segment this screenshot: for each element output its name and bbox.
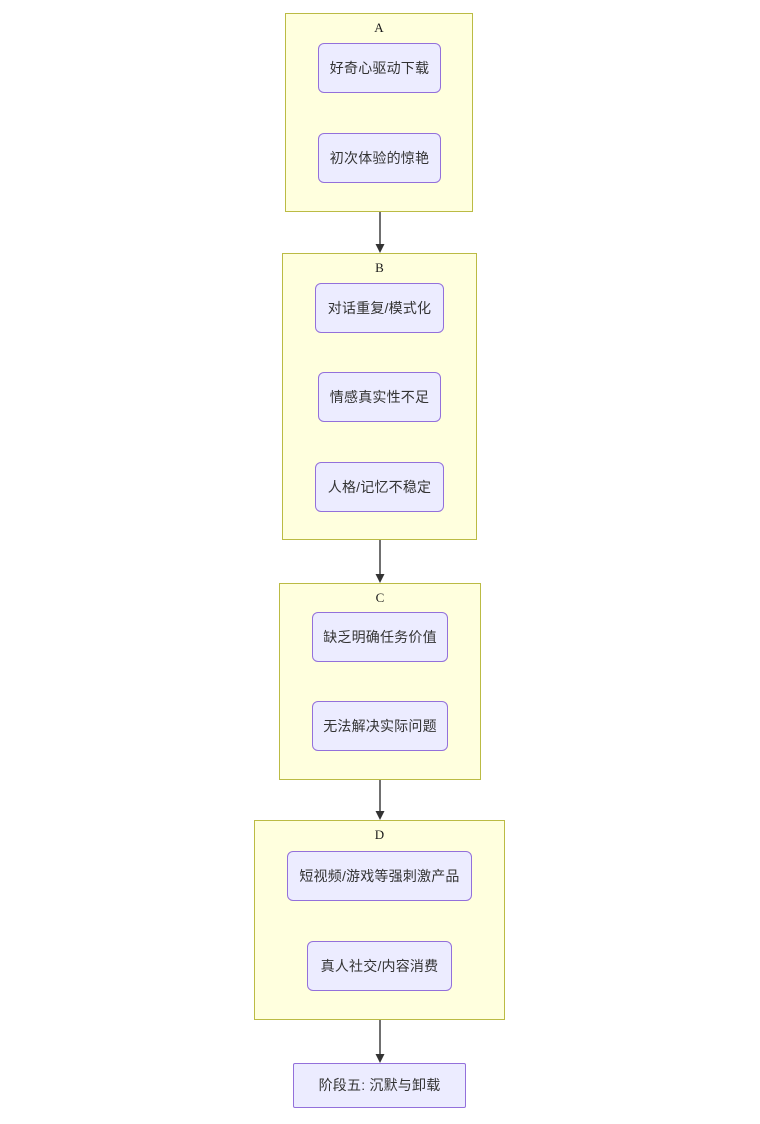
node-label: 情感真实性不足 <box>329 388 430 405</box>
edge-c-d-arrowhead <box>375 811 385 820</box>
node-short-video-games[interactable]: 短视频/游戏等强刺激产品 <box>287 851 472 901</box>
node-real-social-content[interactable]: 真人社交/内容消费 <box>307 941 452 991</box>
node-first-experience-wow[interactable]: 初次体验的惊艳 <box>318 133 441 183</box>
edge-a-b-arrowhead <box>375 244 385 253</box>
node-label: 人格/记忆不稳定 <box>327 478 432 495</box>
node-label: 缺乏明确任务价值 <box>323 628 437 645</box>
subgraph-b-label: B <box>375 260 384 275</box>
node-label: 好奇心驱动下载 <box>329 59 430 76</box>
edge-b-c-arrowhead <box>375 574 385 583</box>
node-label: 无法解决实际问题 <box>323 717 437 734</box>
edge-d-e-arrowhead <box>375 1054 385 1063</box>
node-label: 真人社交/内容消费 <box>320 957 439 974</box>
subgraph-d-label: D <box>374 827 385 842</box>
node-cannot-solve-real-problems[interactable]: 无法解决实际问题 <box>312 701 448 751</box>
node-unstable-persona-memory[interactable]: 人格/记忆不稳定 <box>315 462 444 512</box>
node-label: 阶段五: 沉默与卸载 <box>318 1077 441 1094</box>
node-repetitive-dialogue[interactable]: 对话重复/模式化 <box>315 283 444 333</box>
node-no-clear-task-value[interactable]: 缺乏明确任务价值 <box>312 612 448 662</box>
subgraph-c-label: C <box>375 590 385 605</box>
subgraph-a-label: A <box>374 20 384 35</box>
node-label: 对话重复/模式化 <box>327 299 432 316</box>
node-curiosity-download[interactable]: 好奇心驱动下载 <box>318 43 441 93</box>
node-label: 初次体验的惊艳 <box>329 149 430 166</box>
node-stage-five-silence-uninstall[interactable]: 阶段五: 沉默与卸载 <box>293 1063 466 1108</box>
node-label: 短视频/游戏等强刺激产品 <box>299 867 460 884</box>
node-low-emotional-authenticity[interactable]: 情感真实性不足 <box>318 372 441 422</box>
